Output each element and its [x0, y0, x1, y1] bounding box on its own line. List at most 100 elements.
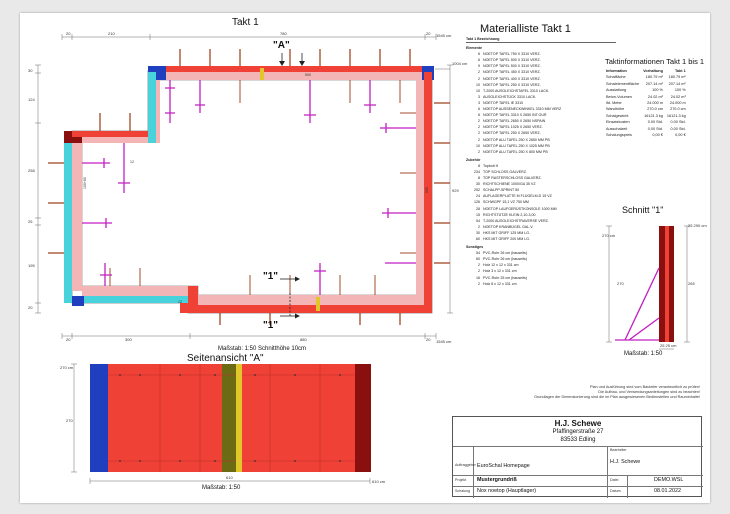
plan-dim-top-2: 780 [280, 31, 287, 36]
label-client: Auftraggeber [455, 463, 476, 467]
plan-dim-bottom-2: 880 [300, 337, 307, 342]
plan-dim-top-0: 20 [66, 31, 71, 36]
material-title: Materialliste Takt 1 [480, 23, 571, 35]
material-section-title: Sonstiges [466, 245, 484, 250]
label-editor: Bearbeiter [610, 448, 627, 452]
project-value: Mustergrundriß [477, 477, 517, 483]
plan-dim-bottom-1: 300 [125, 337, 132, 342]
section-dim-mid: 270 [617, 281, 624, 286]
view-marker-a: "A" [273, 40, 290, 51]
side-view-height-top: 270 cm [60, 365, 74, 370]
section-marker-bottom: "1" [263, 320, 279, 331]
plan-scale-caption: Maßstab: 1:50 Schnitthöhe 10cm [218, 346, 307, 352]
label-project: Projekt [455, 478, 467, 482]
label-plan: Schalung [455, 489, 470, 493]
file-value: DEMO.WSL [654, 477, 684, 483]
drawing-sheet: Takt 1 [20, 13, 710, 503]
section-dim-right: 265 [688, 281, 695, 286]
section-view-title: Schnitt "1" [622, 205, 664, 215]
section-scale-caption: Maßstab: 1:50 [624, 351, 663, 357]
svg-text:100+80: 100+80 [83, 177, 87, 189]
svg-text:500: 500 [305, 73, 311, 77]
company-name: H.J. Schewe [554, 419, 602, 428]
plan-dim-right-0: 929 [452, 188, 459, 193]
material-section-title: Zubehör [466, 157, 481, 162]
plan-dim-left-5: 20 [28, 305, 33, 310]
plan-view: 100+80 12 500 500 12 [35, 34, 453, 339]
plan-title: Takt 1 [232, 17, 259, 28]
section-dim-left: 270 cm [602, 233, 616, 238]
plan-dim-top-3: 20 [426, 31, 431, 36]
material-section-title: Elemente [466, 46, 482, 51]
section-view [606, 225, 690, 350]
side-view-dim-total: 610 [226, 475, 233, 480]
client-value: EuroSchal Homepage [477, 463, 530, 469]
plan-value: Nox noetop (Hauptlager) [477, 488, 537, 494]
date-value: 08.01.2022 [654, 488, 681, 494]
section-dim-right-top: 25 290 cm [688, 223, 707, 228]
note-line: Grundlagen der Dimensionierung sind die … [534, 395, 700, 399]
note-line: Plan und Ausführung sind vom Bauleiter v… [590, 385, 700, 389]
plan-dim-right-total: 1004 cm [452, 61, 468, 66]
svg-text:12: 12 [130, 160, 134, 164]
plan-dim-bottom-3: 20 [426, 337, 431, 342]
plan-dim-left-4: 195 [28, 263, 35, 268]
plan-dim-left-3: 25 [28, 219, 33, 224]
plan-notes: Plan und Ausführung sind vom Bauleiter v… [490, 385, 700, 400]
plan-dim-left-0: 30 [28, 68, 33, 73]
title-block: H.J. Schewe Pfaffingerstraße 27 83533 Ed… [452, 416, 703, 498]
editor-value: H.J. Schewe [610, 459, 641, 465]
plan-dim-bottom-total: 1545 cm [436, 339, 452, 344]
label-file: Datei [610, 478, 619, 482]
section-marker-top: "1" [263, 271, 279, 282]
side-view-scale-caption: Maßstab: 1:50 [202, 485, 241, 491]
plan-dim-top-total: 1545 cm [436, 33, 452, 38]
svg-text:500: 500 [425, 187, 429, 193]
svg-text:12: 12 [178, 300, 182, 304]
side-view-dim-total-unit: 610 cm [372, 479, 386, 484]
company-street: Pfaffingerstraße 27 [552, 429, 604, 435]
takt-info-title: Taktinformationen Takt 1 bis 1 [605, 57, 705, 66]
